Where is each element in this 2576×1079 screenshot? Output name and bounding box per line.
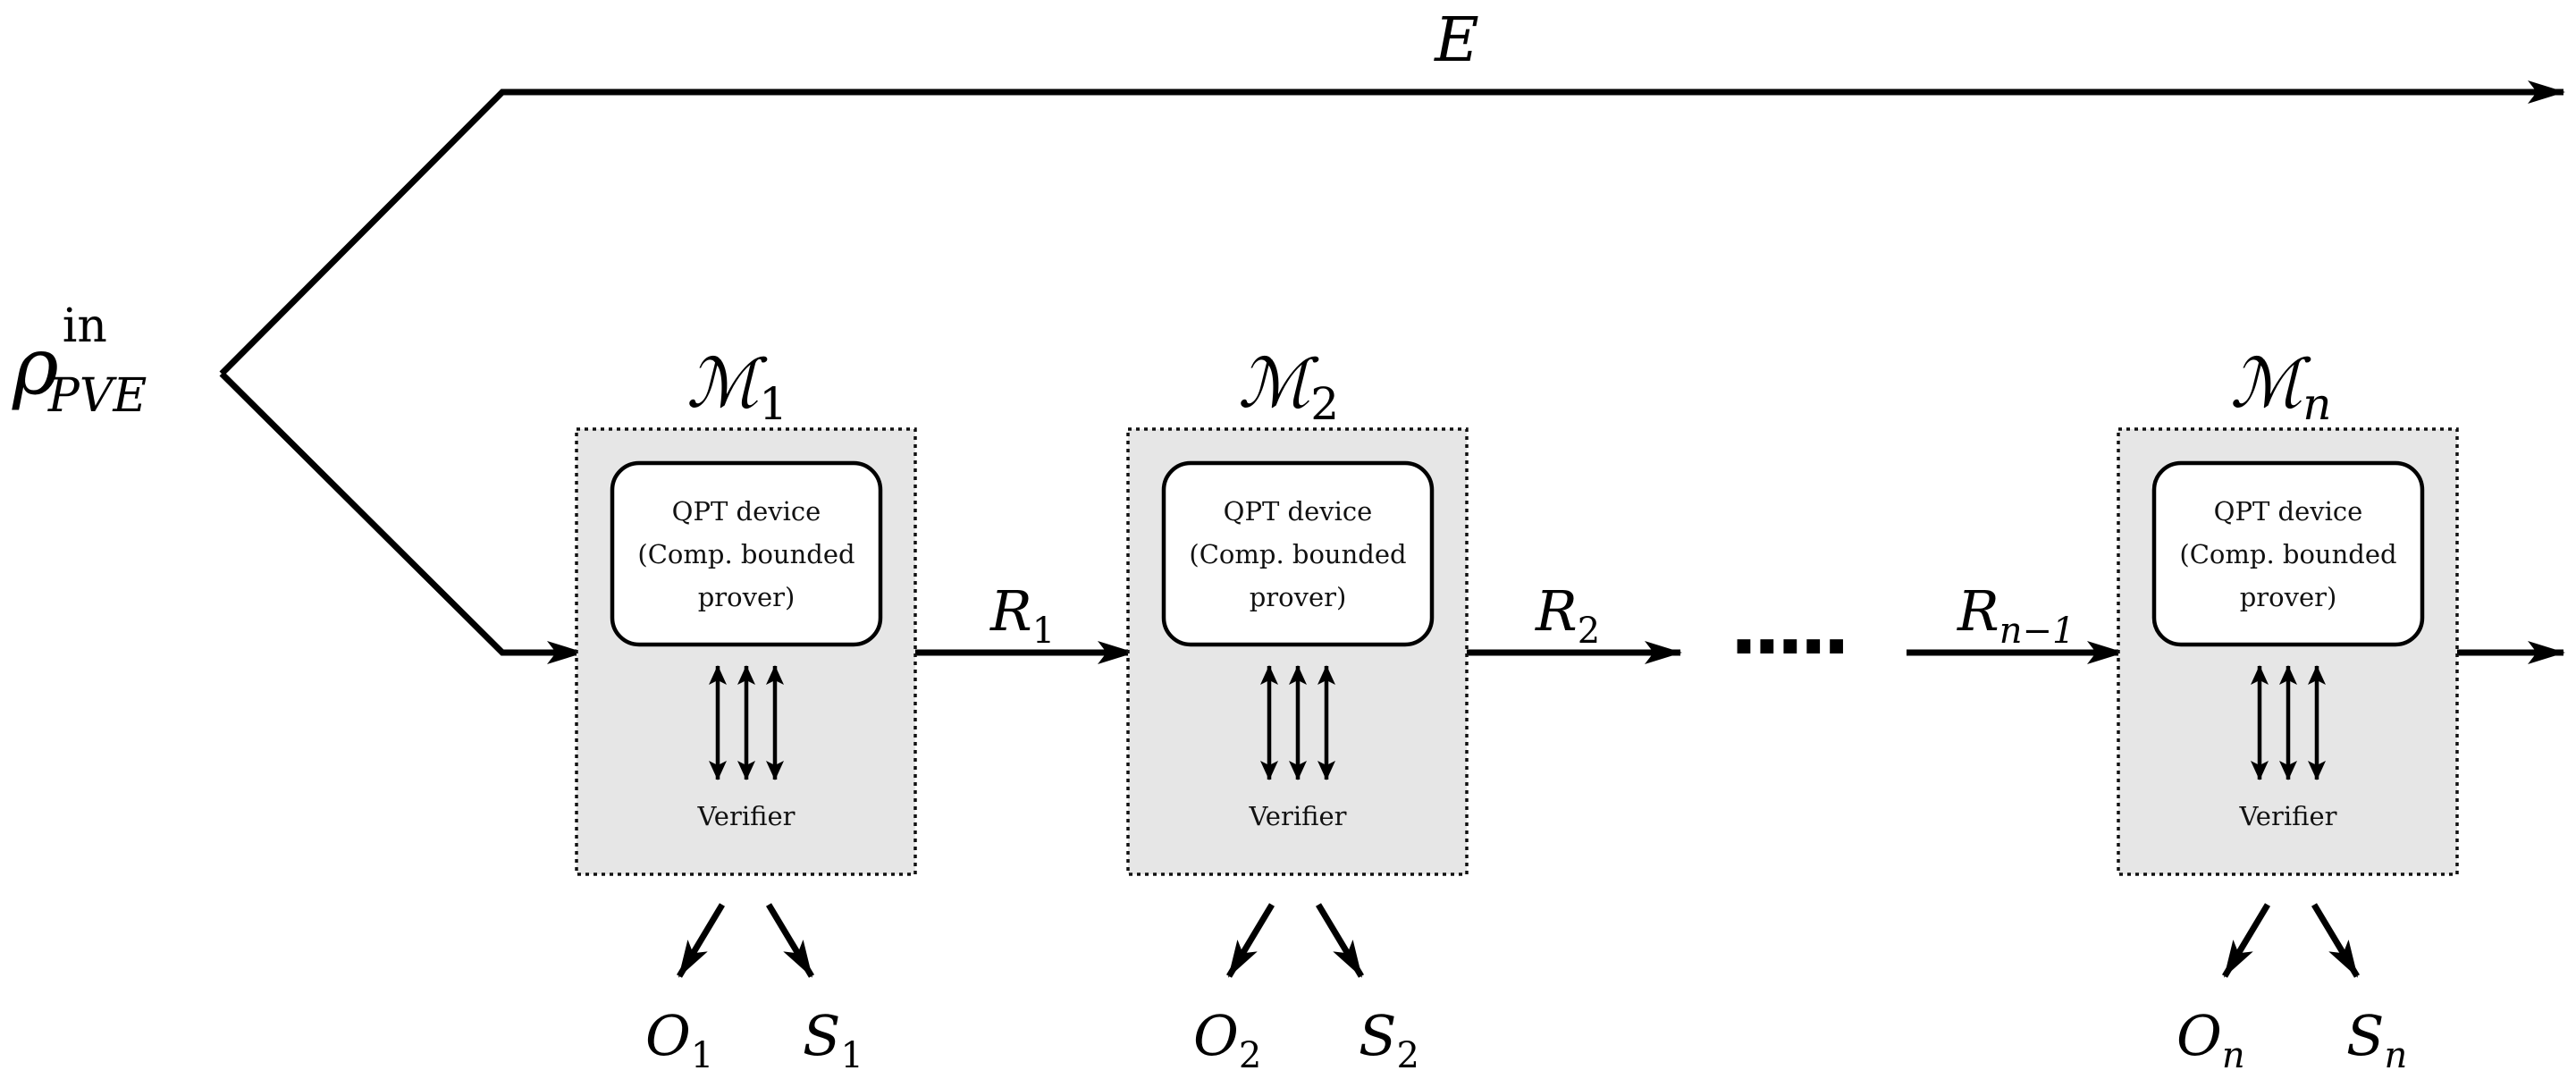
module-2-device-line2: (Comp. bounded [1189,539,1406,569]
module-1-device-line3: prover) [698,582,796,612]
module-2-o-arrow [1225,903,1275,978]
register-label-2: R2 [1535,578,1600,652]
module-2-output-s: S2 [1359,1003,1419,1076]
module-n-qpt-device [2151,460,2425,647]
register-label-1: R1 [989,578,1055,652]
module-1-device-line2: (Comp. bounded [637,539,854,569]
module-2-device-line3: prover) [1250,582,1347,612]
module-n-device-line1: QPT device [2214,496,2363,527]
module-n-output-o: On [2176,1003,2245,1076]
module-1: QPT device (Comp. bounded prover) Verifi… [575,427,917,876]
module-2: QPT device (Comp. bounded prover) Verifi… [1126,427,1469,876]
module-n-title: ℳn [2230,343,2331,430]
input-state-subscript: PVE [47,369,147,423]
module-2-verifier: Verifier [1249,801,1347,831]
module-n-output-s: Sn [2346,1003,2407,1076]
input-state-symbol: ρ [12,320,59,412]
module-n-verifier: Verifier [2239,801,2337,831]
module-2-s-arrow [1315,903,1365,978]
module-n-device-line3: prover) [2240,582,2337,612]
module-2-output-o: O2 [1193,1003,1261,1076]
module-2-device-line1: QPT device [1224,496,1373,527]
module-1-qpt-device [610,460,883,647]
input-wire [219,371,585,664]
input-state-superscript: in [63,299,107,353]
environment-label: E [1433,5,1479,76]
module-n-s-arrow [2311,903,2361,978]
register-label-n-1: Rn−1 [1957,578,2075,652]
ellipsis: ····· [1730,603,1846,690]
module-1-output-o: O1 [645,1003,713,1076]
module-2-qpt-device [1161,460,1435,647]
module-1-device-line1: QPT device [672,496,821,527]
module-1-title: ℳ1 [686,343,787,430]
module-n-device-line2: (Comp. bounded [2179,539,2396,569]
module-n: QPT device (Comp. bounded prover) Verifi… [2117,427,2459,876]
module-2-title: ℳ2 [1238,343,1339,430]
module-n-o-arrow [2221,903,2271,978]
module-1-s-arrow [765,903,815,978]
module-1-verifier: Verifier [697,801,796,831]
module-1-o-arrow [676,903,726,978]
module-1-output-s: S1 [803,1003,863,1076]
environment-wire [219,80,2565,376]
